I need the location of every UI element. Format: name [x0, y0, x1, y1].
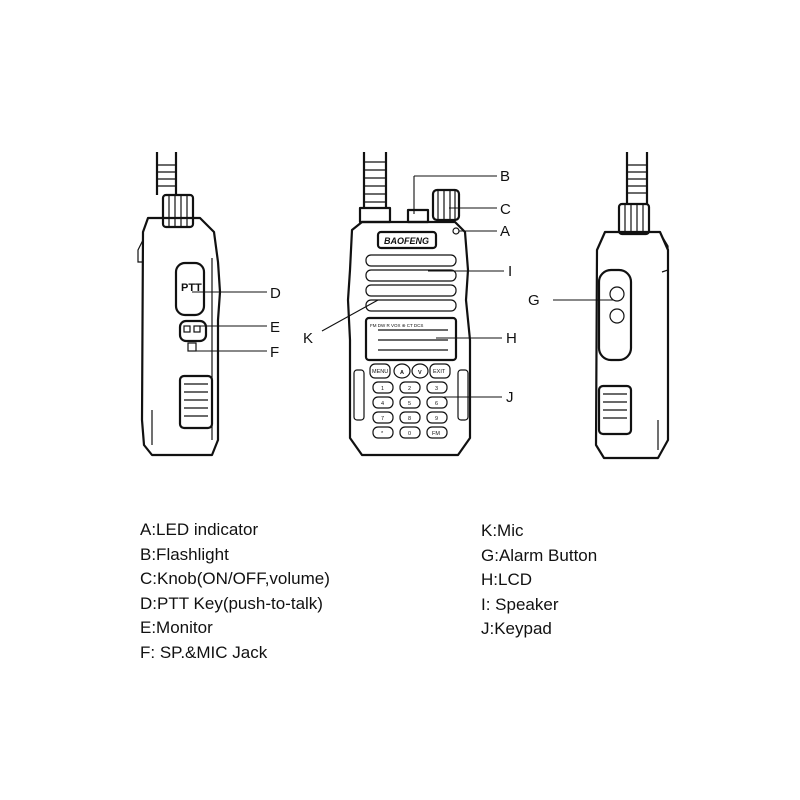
callout-j: J — [506, 389, 514, 406]
key-exit-label: EXIT — [433, 369, 446, 375]
ptt-key-text: PTT — [181, 282, 202, 294]
leader-lines — [192, 175, 614, 398]
callout-e: E — [270, 319, 280, 336]
key-9-label: 9 — [435, 416, 438, 422]
key-menu-label: MENU — [372, 369, 388, 375]
legend-item-f: F: SP.&MIC Jack — [140, 642, 268, 662]
key-1-label: 1 — [381, 386, 384, 392]
callout-g: G — [528, 292, 540, 309]
key-6-label: 6 — [435, 401, 438, 407]
callout-k: K — [303, 330, 313, 347]
callout-f: F — [270, 344, 279, 361]
brand-logo-text: BAOFENG — [384, 236, 429, 246]
key-3-label: 3 — [435, 386, 438, 392]
callout-d: D — [270, 285, 281, 302]
key-8-label: 8 — [408, 416, 411, 422]
legend-item-a: A:LED indicator — [140, 520, 259, 539]
legend-right-column: K:Mic G:Alarm Button H:LCD I: Speaker J:… — [481, 519, 597, 642]
key-4-label: 4 — [381, 401, 384, 407]
legend-item-h: H:LCD — [481, 570, 533, 589]
legend-item-g: G:Alarm Button — [481, 545, 598, 565]
key-star-label: * — [381, 431, 384, 437]
callout-i: I — [508, 263, 512, 280]
key-down-label: V — [418, 370, 422, 376]
callout-a: A — [500, 223, 510, 240]
front-view — [346, 152, 472, 457]
legend-left-column: A:LED indicator B:Flashlight C:Knob(ON/O… — [140, 518, 330, 665]
lcd-top-row-text: FM DW R VOX ⊛ CT DCS — [370, 323, 423, 328]
callout-b: B — [500, 168, 510, 185]
legend-item-j: J:Keypad — [481, 619, 552, 638]
key-2-label: 2 — [408, 386, 411, 392]
legend-item-e: E:Monitor — [140, 618, 213, 637]
callout-h: H — [506, 330, 517, 347]
key-up-label: A — [400, 370, 404, 376]
key-fm-label: FM — [432, 431, 440, 437]
key-5-label: 5 — [408, 401, 411, 407]
legend-item-b: B:Flashlight — [140, 544, 229, 564]
legend-item-i: I: Speaker — [481, 594, 559, 614]
key-0-label: 0 — [408, 431, 411, 437]
left-side-view — [137, 152, 222, 457]
key-7-label: 7 — [381, 416, 384, 422]
legend-item-k: K:Mic — [481, 521, 524, 540]
legend-item-c: C:Knob(ON/OFF,volume) — [140, 569, 330, 588]
legend-item-d: D:PTT Key(push-to-talk) — [140, 593, 323, 613]
right-side-view — [594, 152, 670, 460]
callout-c: C — [500, 201, 511, 218]
